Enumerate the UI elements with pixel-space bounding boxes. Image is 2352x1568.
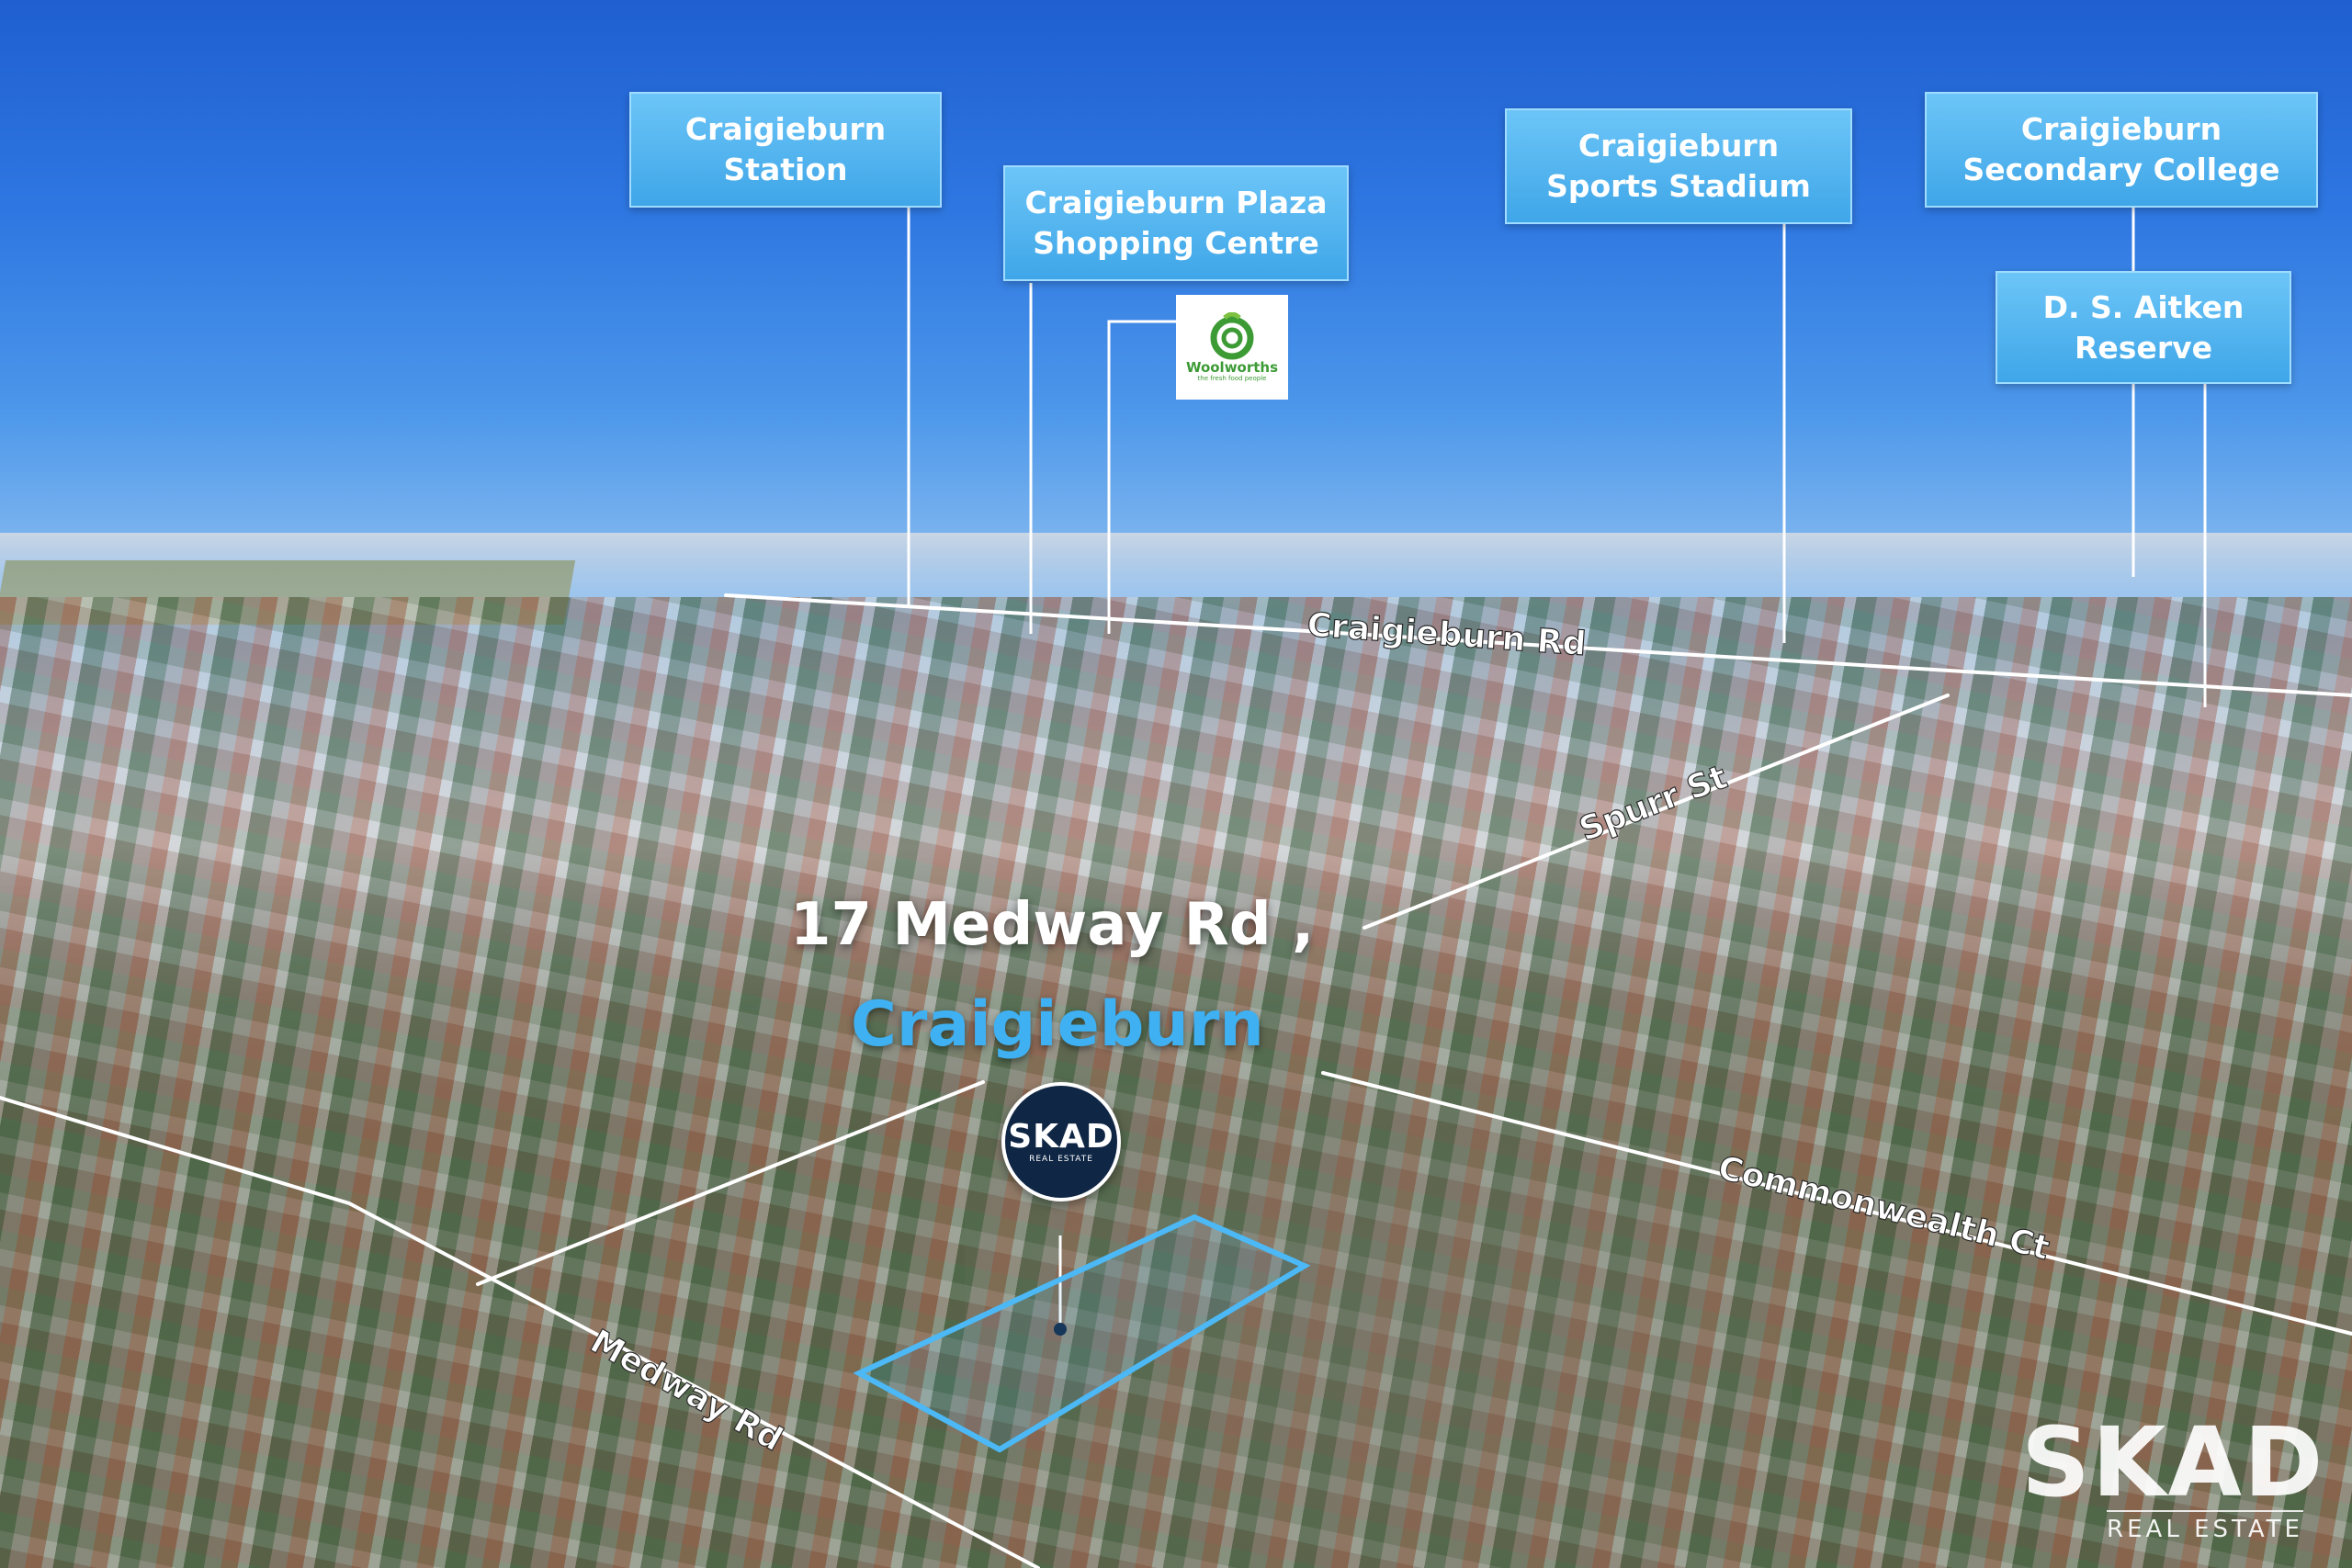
spurr-st-label: Spurr St (1575, 759, 1733, 850)
pin-brand-sub: REAL ESTATE (1029, 1155, 1093, 1164)
property-street: 17 Medway Rd , (790, 891, 1315, 959)
woolworths-name: Woolworths (1185, 359, 1279, 376)
medway-rd-upper-line (476, 1080, 985, 1286)
property-pin: SKAD REAL ESTATE (1001, 1082, 1121, 1201)
woolworths-tagline: the fresh food people (1197, 375, 1267, 382)
suburb-rooftops (0, 597, 2352, 1568)
spurr-st-line (1363, 694, 1950, 930)
pin-brand: SKAD (1008, 1118, 1114, 1156)
craigieburn-rd-label: Craigieburn Rd (1306, 606, 1587, 663)
pin-dot (1054, 1323, 1067, 1336)
craigieburn-rd-line (724, 593, 2352, 697)
medway-rd-label: Medway Rd (584, 1323, 789, 1459)
property-boundary (853, 1213, 1311, 1453)
commonwealth-ct-label: Commonwealth Ct (1714, 1149, 2053, 1268)
woolworths-leader (1107, 320, 1176, 634)
watermark-sub: REAL ESTATE (2107, 1510, 2303, 1543)
watermark-brand: SKAD (2021, 1406, 2325, 1518)
leader-lines (907, 208, 2207, 1327)
property-suburb: Craigieburn (851, 988, 1264, 1061)
brand-watermark: SKAD REAL ESTATE (2021, 1415, 2324, 1543)
road-lines (0, 593, 2352, 1568)
medway-rd-line (0, 1096, 1040, 1568)
woolworths-logo: Woolworths the fresh food people (1176, 295, 1288, 400)
woolworths-emblem-icon (1210, 312, 1254, 360)
commonwealth-ct-line (1321, 1071, 2352, 1336)
